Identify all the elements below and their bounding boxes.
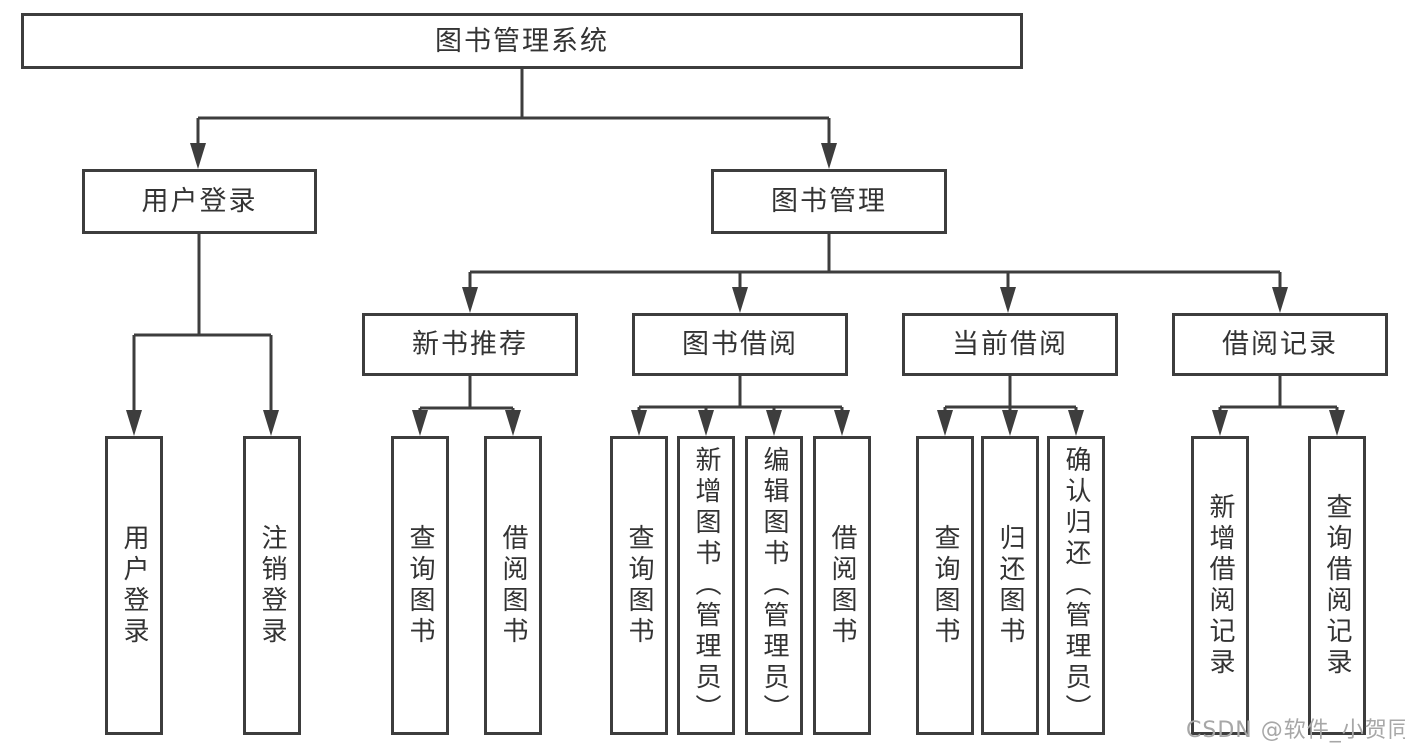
node-library-system: 图书管理系统 bbox=[21, 13, 1023, 69]
leaf-borrowing-borrow-books: 借阅图书 bbox=[813, 436, 871, 735]
node-borrowing-records: 借阅记录 bbox=[1172, 313, 1388, 376]
leaf-records-add-record-label: 新增借阅记录 bbox=[1205, 492, 1235, 679]
node-borrowing-records-label: 借阅记录 bbox=[1222, 329, 1338, 360]
leaf-current-return-books: 归还图书 bbox=[981, 436, 1039, 735]
leaf-newbooks-borrow-books: 借阅图书 bbox=[484, 436, 542, 735]
node-book-borrowing: 图书借阅 bbox=[632, 313, 848, 376]
node-user-login: 用户登录 bbox=[82, 169, 317, 234]
leaf-borrowing-edit-books-admin: 编辑图书（管理员） bbox=[745, 436, 803, 735]
leaf-borrowing-edit-books-admin-label: 编辑图书（管理员） bbox=[759, 446, 789, 725]
leaf-newbooks-query-books: 查询图书 bbox=[391, 436, 449, 735]
leaf-current-confirm-return-admin: 确认归还（管理员） bbox=[1047, 436, 1105, 735]
leaf-current-return-books-label: 归还图书 bbox=[995, 523, 1025, 648]
leaf-newbooks-borrow-books-label: 借阅图书 bbox=[498, 523, 528, 648]
node-current-borrowing-label: 当前借阅 bbox=[952, 329, 1068, 360]
arrowheads bbox=[126, 143, 1345, 436]
node-library-system-label: 图书管理系统 bbox=[435, 25, 609, 57]
node-current-borrowing: 当前借阅 bbox=[902, 313, 1118, 376]
node-user-login-label: 用户登录 bbox=[141, 186, 258, 217]
node-new-book-recommend: 新书推荐 bbox=[362, 313, 578, 376]
leaf-records-query-record: 查询借阅记录 bbox=[1308, 436, 1366, 735]
leaf-records-query-record-label: 查询借阅记录 bbox=[1322, 492, 1352, 679]
leaf-borrowing-borrow-books-label: 借阅图书 bbox=[827, 523, 857, 648]
leaf-current-confirm-return-admin-label: 确认归还（管理员） bbox=[1061, 446, 1091, 725]
leaf-logout-label: 注销登录 bbox=[257, 523, 287, 648]
leaf-current-query-books: 查询图书 bbox=[916, 436, 974, 735]
leaf-newbooks-query-books-label: 查询图书 bbox=[405, 523, 435, 648]
leaf-records-add-record: 新增借阅记录 bbox=[1191, 436, 1249, 735]
node-book-management: 图书管理 bbox=[711, 169, 947, 234]
leaf-borrowing-add-books-admin-label: 新增图书（管理员） bbox=[691, 446, 721, 725]
leaf-user-login-label: 用户登录 bbox=[119, 523, 149, 648]
leaf-borrowing-add-books-admin: 新增图书（管理员） bbox=[677, 436, 735, 735]
leaf-borrowing-query-books-label: 查询图书 bbox=[624, 523, 654, 648]
leaf-user-login: 用户登录 bbox=[105, 436, 163, 735]
node-book-borrowing-label: 图书借阅 bbox=[682, 329, 798, 360]
leaf-current-query-books-label: 查询图书 bbox=[930, 523, 960, 648]
leaf-logout: 注销登录 bbox=[243, 436, 301, 735]
node-book-management-label: 图书管理 bbox=[771, 186, 887, 217]
leaf-borrowing-query-books: 查询图书 bbox=[610, 436, 668, 735]
csdn-watermark: CSDN @软件_小贺同学 bbox=[1186, 718, 1405, 743]
node-new-book-recommend-label: 新书推荐 bbox=[412, 329, 528, 360]
